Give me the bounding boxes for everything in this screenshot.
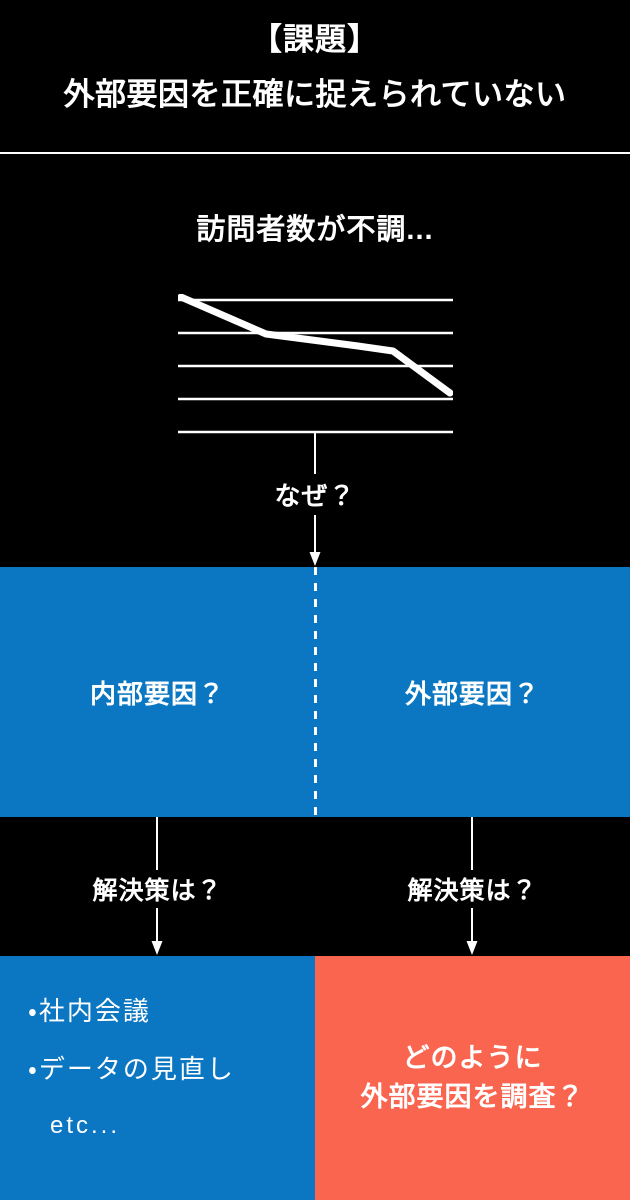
chart-data-line (178, 294, 453, 397)
chart-gridlines (178, 298, 453, 434)
why-question-label: なぜ？ (0, 474, 630, 515)
solution-label-right: 解決策は？ (315, 870, 630, 908)
visitor-trend-chart (178, 294, 453, 434)
list-item-etc: etc... (50, 1112, 121, 1139)
header: 【課題】 外部要因を正確に捉えられていない (0, 0, 630, 152)
page-title-bracket: 【課題】 (251, 22, 379, 57)
line-chart-svg (178, 294, 453, 434)
header-divider (0, 152, 630, 154)
chart-title: 訪問者数が不調... (196, 214, 434, 246)
solution-label-right-text: 解決策は？ (397, 870, 548, 908)
internal-factor-label: 内部要因？ (89, 678, 225, 709)
internal-factor-cell[interactable]: 内部要因？ (0, 567, 315, 817)
page-subtitle: 外部要因を正確に捉えられていない (63, 77, 567, 112)
external-answer-line1: どのように (402, 1042, 543, 1073)
external-factor-cell[interactable]: 外部要因？ (315, 567, 630, 817)
factors-dashed-divider (314, 567, 317, 817)
chart-section: 訪問者数が不調... なぜ？ (0, 154, 630, 567)
external-factor-label: 外部要因？ (404, 678, 540, 709)
answers-row: ・社内会議 ・データの見直し etc... どのように 外部要因を調査？ (0, 956, 630, 1200)
solutions-band: 解決策は？ 解決策は？ (0, 817, 630, 956)
solution-label-left-text: 解決策は？ (82, 870, 233, 908)
external-answer-line2: 外部要因を調査？ (360, 1082, 585, 1112)
internal-answer-box[interactable]: ・社内会議 ・データの見直し etc... (0, 956, 315, 1200)
list-item: ・データの見直し (28, 1054, 235, 1084)
list-item: ・社内会議 (28, 996, 151, 1026)
why-question-text: なぜ？ (260, 474, 370, 515)
external-answer-box[interactable]: どのように 外部要因を調査？ (315, 956, 630, 1200)
solution-label-left: 解決策は？ (0, 870, 315, 908)
